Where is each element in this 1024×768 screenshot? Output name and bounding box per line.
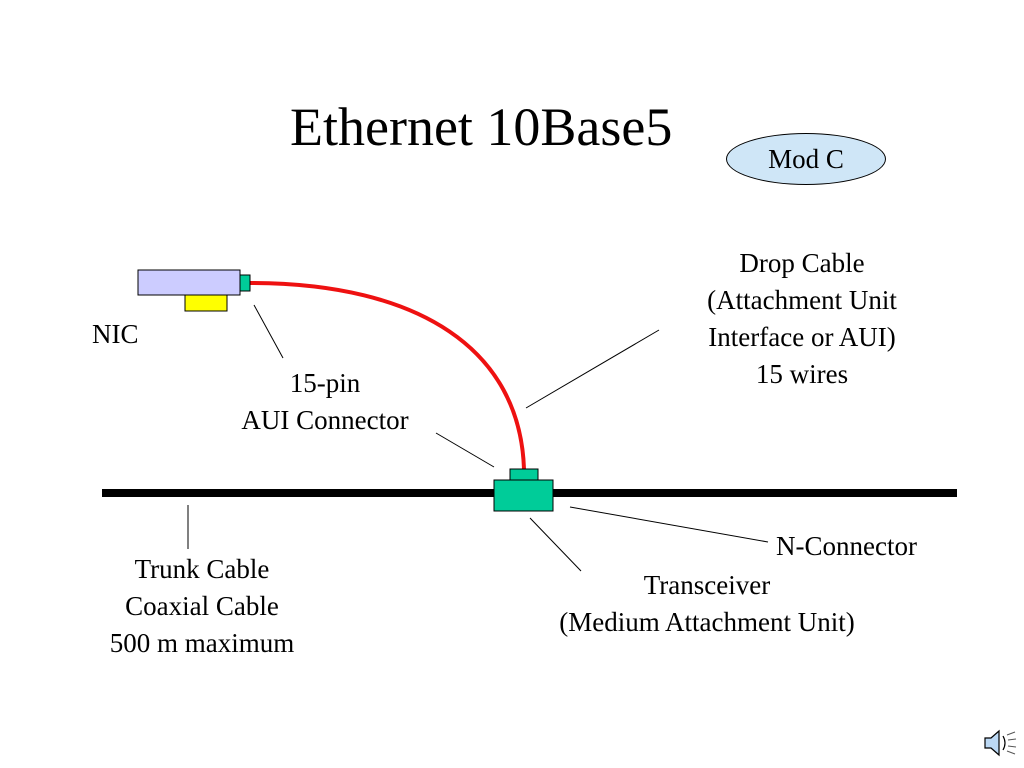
- aui-connector-plug: [239, 274, 251, 292]
- aui-connector-line-1: 15-pin: [289, 368, 361, 398]
- nic-label: NIC: [92, 316, 139, 353]
- leader-drop-cable: [525, 329, 660, 409]
- transceiver-top: [509, 468, 539, 481]
- nic-chip: [184, 294, 228, 312]
- mod-badge-label: Mod C: [768, 143, 844, 174]
- drop-cable-line: [249, 281, 526, 470]
- trunk-cable-line-3: 500 m maximum: [109, 628, 295, 658]
- leader-n-connector: [569, 506, 769, 543]
- drop-cable-line-4: 15 wires: [755, 359, 849, 389]
- transceiver-line-2: (Medium Attachment Unit): [559, 607, 855, 637]
- nic-card: [137, 269, 241, 296]
- mod-badge: Mod C: [726, 133, 886, 185]
- aui-connector-line-2: AUI Connector: [241, 405, 409, 435]
- trunk-cable-line-1: Trunk Cable: [134, 554, 270, 584]
- transceiver-line-1: Transceiver: [643, 570, 771, 600]
- drop-cable-label: Drop Cable (Attachment Unit Interface or…: [662, 245, 942, 393]
- trunk-cable-line-2: Coaxial Cable: [125, 591, 279, 621]
- trunk-cable-label: Trunk Cable Coaxial Cable 500 m maximum: [72, 551, 332, 662]
- n-connector-text: N-Connector: [776, 531, 917, 561]
- drop-cable-line-1: Drop Cable: [739, 248, 865, 278]
- drop-cable-line-2: (Attachment Unit: [707, 285, 897, 315]
- speaker-icon[interactable]: [982, 726, 1018, 760]
- transceiver-label: Transceiver (Medium Attachment Unit): [512, 567, 902, 641]
- n-connector-label: N-Connector: [776, 528, 917, 565]
- leader-transceiver: [529, 517, 582, 572]
- slide-title: Ethernet 10Base5: [290, 97, 673, 157]
- nic-label-text: NIC: [92, 319, 139, 349]
- leader-aui: [253, 304, 284, 359]
- drop-cable-line-3: Interface or AUI): [708, 322, 896, 352]
- transceiver-box: [493, 479, 554, 512]
- aui-connector-label: 15-pin AUI Connector: [215, 365, 435, 439]
- leader-aui-transceiver: [435, 432, 495, 468]
